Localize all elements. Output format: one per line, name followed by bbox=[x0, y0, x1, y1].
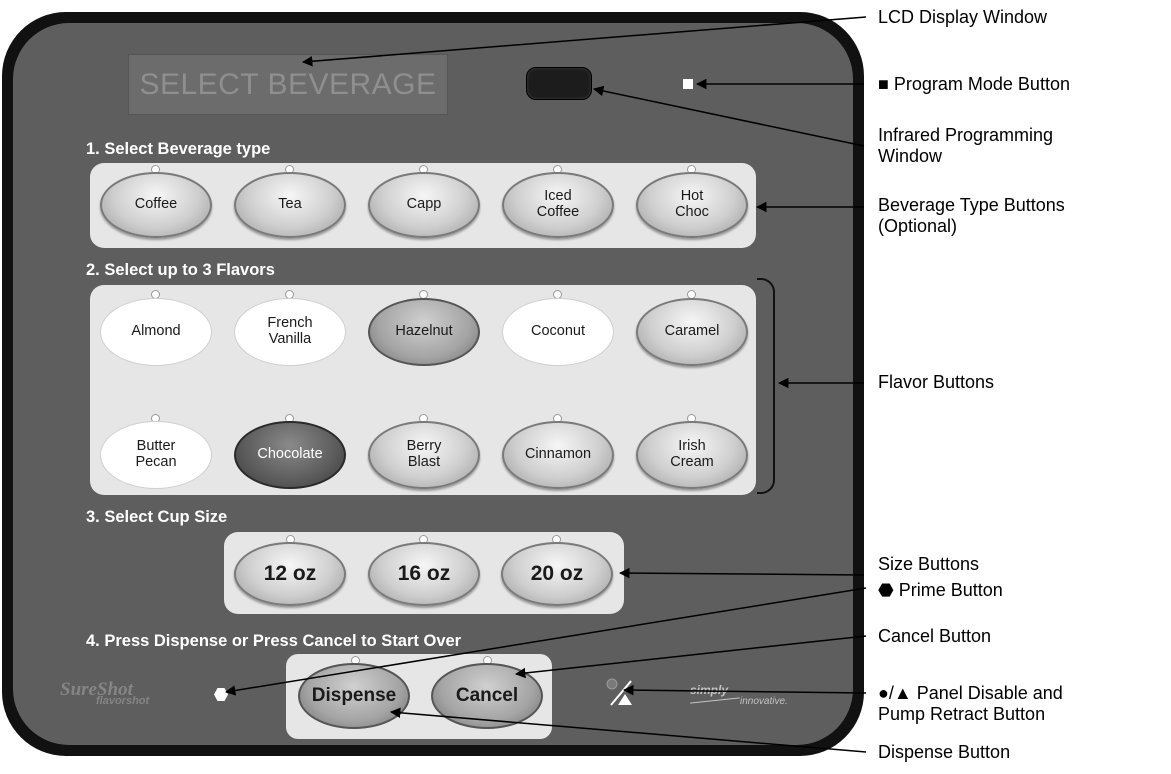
size-20oz-button[interactable]: 20 oz bbox=[501, 542, 613, 606]
callout-prime-button: ⬣ Prime Button bbox=[878, 580, 1003, 600]
capp-button[interactable]: Capp bbox=[368, 172, 480, 238]
innovative-logo-text: innovative. bbox=[740, 696, 788, 707]
callout-program-mode-button: ■ Program Mode Button bbox=[878, 74, 1070, 94]
french-vanilla-button[interactable]: French Vanilla bbox=[234, 298, 346, 366]
size-16oz-button[interactable]: 16 oz bbox=[368, 542, 480, 606]
hazelnut-button[interactable]: Hazelnut bbox=[368, 298, 480, 366]
callout-infrared-programming-window: Infrared Programming Window bbox=[878, 125, 1054, 167]
dispense-button[interactable]: Dispense bbox=[298, 663, 410, 729]
callout-panel-disable-button: ●/▲ Panel Disable and Pump Retract Butto… bbox=[878, 683, 1063, 725]
section-label-flavors: 2. Select up to 3 Flavors bbox=[86, 261, 275, 279]
chocolate-button[interactable]: Chocolate bbox=[234, 421, 346, 489]
flavor-bracket bbox=[757, 278, 775, 494]
irish-cream-button[interactable]: Irish Cream bbox=[636, 421, 748, 489]
coconut-button[interactable]: Coconut bbox=[502, 298, 614, 366]
sureshot-logo: SureShot bbox=[60, 679, 133, 700]
lcd-display-window: SELECT BEVERAGE bbox=[128, 54, 448, 115]
panel-callout-line bbox=[622, 684, 867, 696]
simply-innovative-logo: simply bbox=[690, 683, 729, 697]
almond-button[interactable]: Almond bbox=[100, 298, 212, 366]
caramel-button[interactable]: Caramel bbox=[636, 298, 748, 366]
callout-dispense-button: Dispense Button bbox=[878, 742, 1011, 762]
dispense-callout-line bbox=[389, 707, 867, 753]
cancel-callout-line bbox=[514, 635, 867, 679]
callout-flavor-buttons: Flavor Buttons bbox=[878, 372, 995, 392]
iced-coffee-button[interactable]: Iced Coffee bbox=[502, 172, 614, 238]
prime-button[interactable] bbox=[214, 688, 228, 701]
section-label-dispense: 4. Press Dispense or Press Cancel to Sta… bbox=[86, 632, 462, 650]
callout-size-buttons: Size Buttons bbox=[878, 554, 980, 574]
callout-cancel-button: Cancel Button bbox=[878, 626, 992, 646]
section-label-cup-size: 3. Select Cup Size bbox=[86, 508, 228, 526]
section-label-beverage-type: 1. Select Beverage type bbox=[86, 140, 271, 158]
coffee-button[interactable]: Coffee bbox=[100, 172, 212, 238]
callout-lcd-display-window: LCD Display Window bbox=[878, 7, 1048, 27]
berry-blast-button[interactable]: Berry Blast bbox=[368, 421, 480, 489]
callout-beverage-type-buttons: Beverage Type Buttons (Optional) bbox=[878, 195, 1065, 237]
cinnamon-button[interactable]: Cinnamon bbox=[502, 421, 614, 489]
infrared-programming-window bbox=[526, 67, 592, 100]
size-12oz-button[interactable]: 12 oz bbox=[234, 542, 346, 606]
program-mode-button[interactable] bbox=[683, 79, 693, 89]
size-callout-line bbox=[618, 567, 865, 579]
hot-choc-button[interactable]: Hot Choc bbox=[636, 172, 748, 238]
lcd-callout-line bbox=[301, 16, 867, 67]
butter-pecan-button[interactable]: Butter Pecan bbox=[100, 421, 212, 489]
flavorshot-logo: flavorshot bbox=[96, 695, 150, 707]
infrared-callout-line bbox=[592, 85, 865, 147]
prime-callout-line bbox=[224, 587, 867, 696]
tea-button[interactable]: Tea bbox=[234, 172, 346, 238]
